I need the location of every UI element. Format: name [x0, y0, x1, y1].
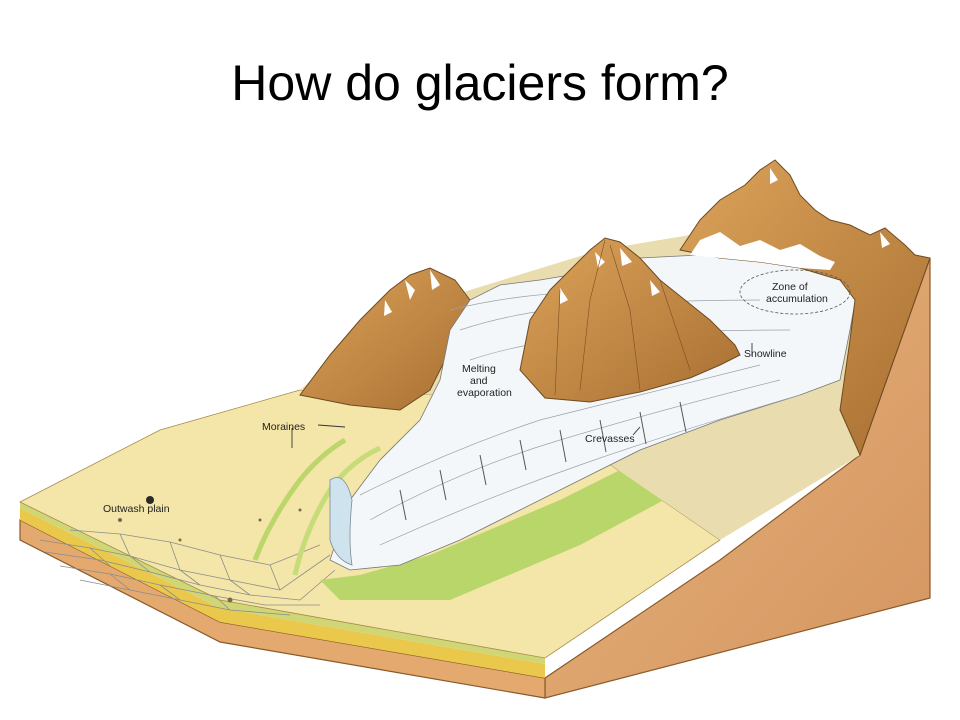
crevasse-marks	[399, 401, 687, 521]
label-zone-of-accumulation-2: accumulation	[766, 293, 828, 305]
label-melting: Melting	[462, 363, 496, 375]
braided-streams	[39, 529, 336, 616]
label-crevasses: Crevasses	[585, 433, 635, 445]
central-mountain-snow	[560, 248, 660, 304]
central-mountain-ridges	[554, 239, 691, 396]
plain-stones	[118, 496, 302, 603]
ice-flow-lines	[359, 291, 801, 546]
label-outwash-plain: Outwash plain	[103, 503, 170, 515]
meltwater-lake	[329, 477, 353, 566]
label-and: and	[470, 375, 488, 387]
slide-title: How do glaciers form?	[231, 55, 729, 111]
right-mountain-range	[679, 159, 931, 457]
left-mountain-snow	[384, 270, 440, 316]
central-mountain	[519, 237, 741, 403]
label-evaporation: evaporation	[457, 387, 512, 399]
left-mountain	[299, 267, 471, 411]
accumulation-zone-outline	[739, 269, 851, 315]
label-zone-of-accumulation-1: Zone of	[772, 281, 808, 293]
ground-layer-yellow	[20, 508, 545, 678]
label-moraines: Moraines	[262, 421, 305, 433]
label-snowline: Snowline	[744, 348, 787, 360]
right-range-snow	[690, 168, 890, 270]
label-leaders	[291, 343, 753, 448]
